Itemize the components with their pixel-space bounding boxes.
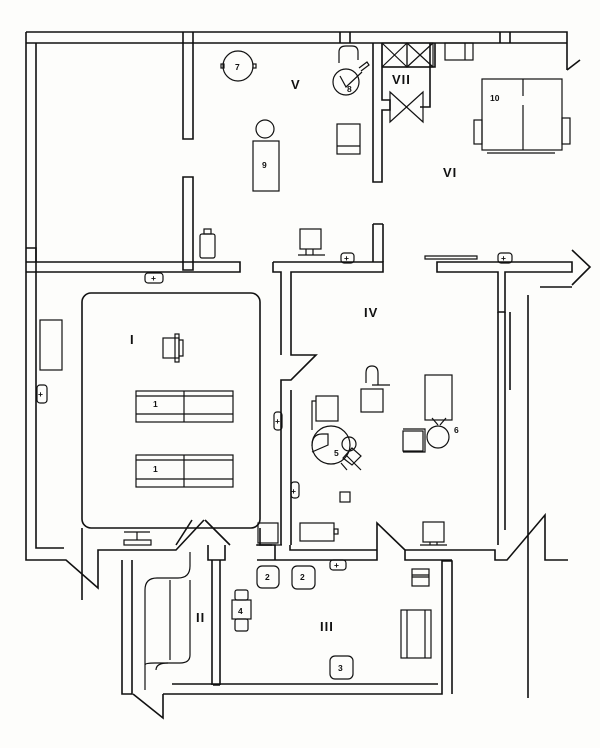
room-label-vi: VI (443, 165, 457, 180)
wall-stub-left (26, 247, 37, 262)
stool (123, 531, 152, 546)
wall-left (25, 32, 205, 590)
lower-walls (121, 512, 568, 720)
bench (400, 609, 432, 659)
equipment-1: 1 (135, 454, 234, 488)
svg-text:+: + (344, 253, 349, 263)
cabinet (411, 568, 430, 587)
room-iv-walls (272, 223, 592, 698)
svg-text:7: 7 (235, 62, 240, 72)
equipment-6: 6 (402, 374, 459, 453)
small-box (339, 491, 351, 503)
room-i-enclosure (81, 292, 272, 600)
room-label-v: V (291, 77, 301, 92)
outlet-icon: + (273, 411, 283, 431)
pillar-top-3 (499, 32, 511, 43)
wall-top (26, 31, 568, 70)
room-label-iii: III (320, 619, 334, 634)
monitor (256, 522, 282, 546)
svg-text:2: 2 (300, 572, 305, 582)
svg-text:5: 5 (334, 448, 339, 458)
monitor (420, 521, 447, 546)
equipment-8: 8 (332, 45, 370, 96)
svg-text:+: + (151, 273, 156, 283)
svg-text:2: 2 (265, 572, 270, 582)
bench (39, 319, 63, 371)
outlet-icon: + (329, 559, 347, 571)
equipment-4: 4 (231, 589, 252, 632)
room-label-iv: IV (364, 305, 378, 320)
outlets: + + + + + + + (36, 252, 513, 571)
monitor (298, 228, 325, 256)
equipment-2: 2 (256, 565, 280, 589)
equipment-3: 3 (329, 655, 354, 680)
svg-text:+: + (38, 389, 43, 399)
svg-text:+: + (334, 560, 339, 570)
outlet-icon: + (290, 481, 300, 499)
svg-text:9: 9 (262, 160, 267, 170)
svg-text:10: 10 (490, 93, 500, 103)
equipment-1: 1 (135, 390, 234, 423)
outlet-icon: + (497, 252, 513, 264)
svg-text:8: 8 (347, 84, 352, 94)
svg-text:1: 1 (153, 399, 158, 409)
equipment-2: 2 (291, 565, 316, 590)
bed (299, 522, 339, 542)
svg-text:4: 4 (238, 606, 243, 616)
room-vii-walls (372, 42, 474, 183)
svg-text:6: 6 (454, 425, 459, 435)
room-label-ii: II (196, 610, 205, 625)
wall-mid-left (26, 261, 241, 273)
room-label-i: I (130, 332, 135, 347)
equipment-10: 10 (473, 78, 571, 154)
svg-text:1: 1 (153, 464, 158, 474)
svg-text:3: 3 (338, 663, 343, 673)
outlet-icon: + (144, 272, 164, 284)
svg-text:+: + (275, 416, 280, 426)
equipment-i-unit (162, 333, 184, 363)
outer-walls (25, 31, 581, 590)
room-label-vii: VII (392, 72, 411, 87)
pillar-top-1 (182, 32, 194, 140)
pillar-top-2 (339, 32, 351, 43)
outlet-icon: + (340, 252, 355, 264)
cabinet (336, 123, 361, 155)
chair (360, 365, 390, 413)
gas-cylinder (199, 228, 216, 259)
valve-icon (389, 90, 424, 124)
partition-v-lower (182, 176, 194, 271)
outlet-icon: + (36, 384, 48, 404)
svg-text:+: + (501, 253, 506, 263)
equipment-9: 9 (252, 119, 280, 192)
equipment-5: 5 (311, 395, 362, 471)
equipment-7: 7 (220, 50, 257, 82)
door-top-right (566, 59, 581, 71)
svg-text:+: + (291, 486, 296, 496)
